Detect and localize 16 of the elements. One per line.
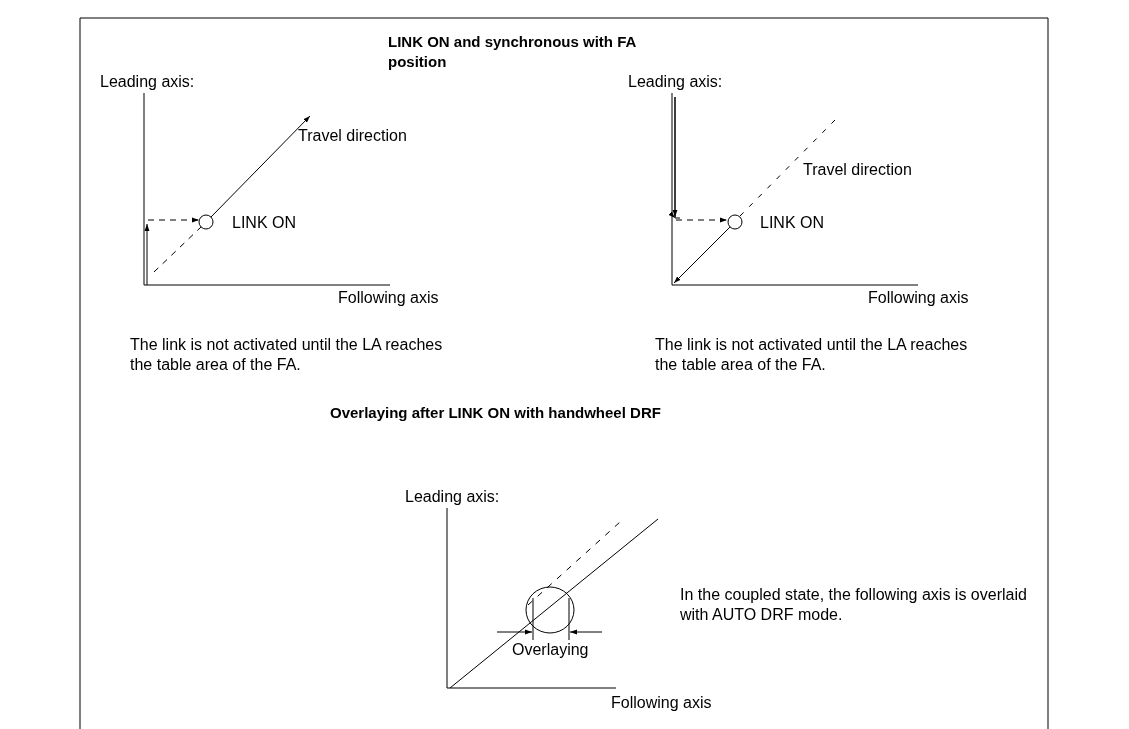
explanation-text: The link is not activated until the LA reaches the table area of the FA.: [130, 335, 444, 375]
direction-label: Travel direction: [803, 160, 912, 180]
point-label: LINK ON: [232, 213, 296, 233]
point-label: LINK ON: [760, 213, 824, 233]
section-heading: Overlaying after LINK ON with handwheel DRF: [330, 403, 661, 423]
axis-label: Following axis: [611, 693, 712, 713]
section-heading: LINK ON and synchronous with FA position: [388, 32, 637, 72]
dimension-label: Overlaying: [512, 640, 589, 660]
direction-label: Travel direction: [298, 126, 407, 146]
explanation-text: In the coupled state, the following axis is overlaid with AUTO DRF mode.: [680, 585, 1028, 625]
explanation-text: The link is not activated until the LA reaches the table area of the FA.: [655, 335, 969, 375]
axis-label: Leading axis:: [405, 487, 500, 507]
axis-label: Leading axis:: [100, 72, 195, 92]
axis-label: Leading axis:: [628, 72, 723, 92]
axis-label: Following axis: [338, 288, 439, 308]
axis-label: Following axis: [868, 288, 969, 308]
